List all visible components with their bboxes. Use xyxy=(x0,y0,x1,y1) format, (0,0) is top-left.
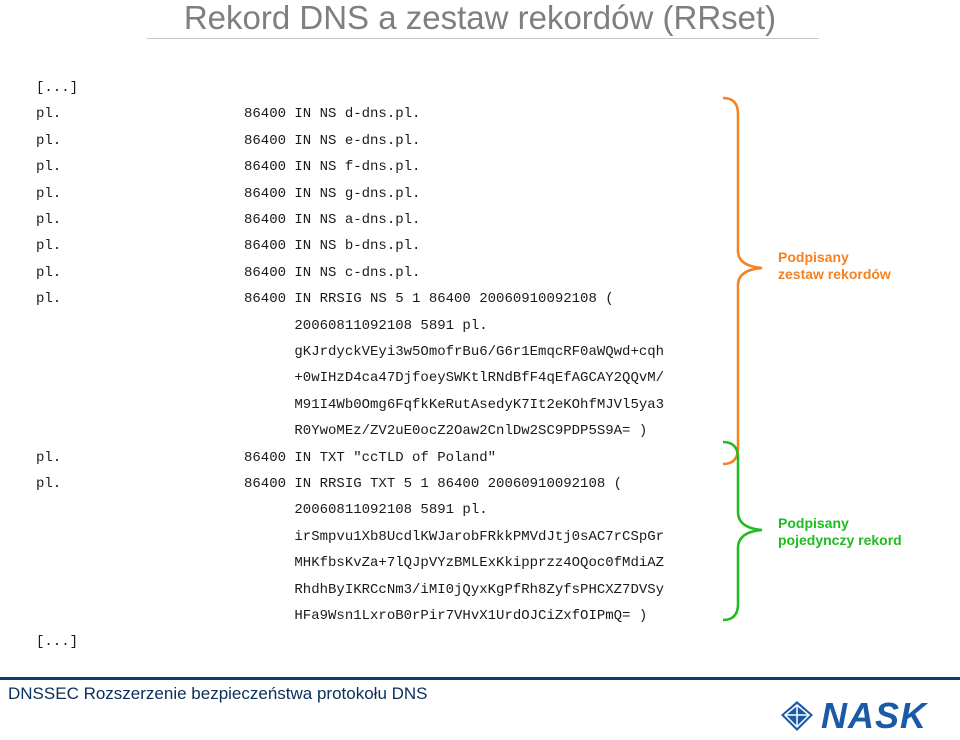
record-data: +0wIHzD4ca47DjfoeySWKtlRNdBfF4qEfAGCAY2Q… xyxy=(244,370,665,387)
record-owner: pl. xyxy=(36,132,62,149)
record-owner: [...] xyxy=(36,80,79,96)
record-data: HFa9Wsn1LxroB0rPir7VHvX1UrdOJCiZxfOIPmQ=… xyxy=(244,608,648,624)
rrset-label: Podpisany zestaw rekordów xyxy=(778,249,891,283)
record-data: 20060811092108 5891 pl. xyxy=(244,317,488,334)
record-data: 86400 IN NS b-dns.pl. xyxy=(244,238,421,255)
record-owner: pl. xyxy=(36,264,62,281)
nask-logo: NASK xyxy=(777,695,957,740)
record-data: M91I4Wb0Omg6FqfkKeRutAsedyK7It2eKOhfMJVl… xyxy=(244,396,665,413)
record-data: 86400 IN NS c-dns.pl. xyxy=(244,264,421,281)
record-label-line1: Podpisany xyxy=(778,515,849,531)
nask-logo-icon xyxy=(781,701,813,731)
record-data: 86400 IN NS f-dns.pl. xyxy=(244,159,421,176)
record-owner: pl. xyxy=(36,476,62,492)
record-label-line2: pojedynczy rekord xyxy=(778,532,902,548)
record-data: irSmpvu1Xb8UcdlKWJarobFRkkPMVdJtj0sAC7rC… xyxy=(244,528,665,545)
record-data: 86400 IN TXT "ccTLD of Poland" xyxy=(244,449,497,466)
record-owner: [...] xyxy=(36,634,79,651)
record-owner: pl. xyxy=(36,449,62,466)
record-data: R0YwoMEz/ZV2uE0ocZ2Oaw2CnlDw2SC9PDP5S9A=… xyxy=(244,423,648,440)
record-owner: pl. xyxy=(36,159,62,176)
record-data: MHKfbsKvZa+7lQJpVYzBMLExKkipprzz4OQoc0fM… xyxy=(244,555,665,572)
record-data: 86400 IN NS g-dns.pl. xyxy=(244,185,421,202)
record-data: RhdhByIKRCcNm3/iMI0jQyxKgPfRh8ZyfsPHCXZ7… xyxy=(244,581,665,598)
title-divider xyxy=(147,38,819,39)
record-brace xyxy=(722,440,763,622)
rrset-brace xyxy=(722,96,763,466)
record-data: 20060811092108 5891 pl. xyxy=(244,502,488,519)
record-data: 86400 IN RRSIG NS 5 1 86400 200609100921… xyxy=(244,291,614,308)
record-data: gKJrdyckVEyi3w5OmofrBu6/G6r1EmqcRF0aWQwd… xyxy=(244,344,665,360)
record-data: 86400 IN NS a-dns.pl. xyxy=(244,212,421,228)
record-owner: pl. xyxy=(36,185,62,202)
footer-bar xyxy=(0,677,960,680)
record-data: 86400 IN NS e-dns.pl. xyxy=(244,132,421,149)
slide-title: Rekord DNS a zestaw rekordów (RRset) xyxy=(183,0,777,36)
rrset-label-line1: Podpisany xyxy=(778,249,849,265)
record-label: Podpisany pojedynczy rekord xyxy=(778,515,902,549)
rrset-label-line2: zestaw rekordów xyxy=(778,266,891,282)
footer-title: DNSSEC Rozszerzenie bezpieczeństwa proto… xyxy=(8,684,428,703)
record-owner: pl. xyxy=(36,291,62,308)
logo-text: NASK xyxy=(821,695,928,736)
record-data: 86400 IN NS d-dns.pl. xyxy=(244,106,421,123)
record-data: 86400 IN RRSIG TXT 5 1 86400 20060910092… xyxy=(244,476,623,492)
record-owner: pl. xyxy=(36,238,62,255)
record-owner: pl. xyxy=(36,212,62,228)
record-owner: pl. xyxy=(36,106,62,123)
